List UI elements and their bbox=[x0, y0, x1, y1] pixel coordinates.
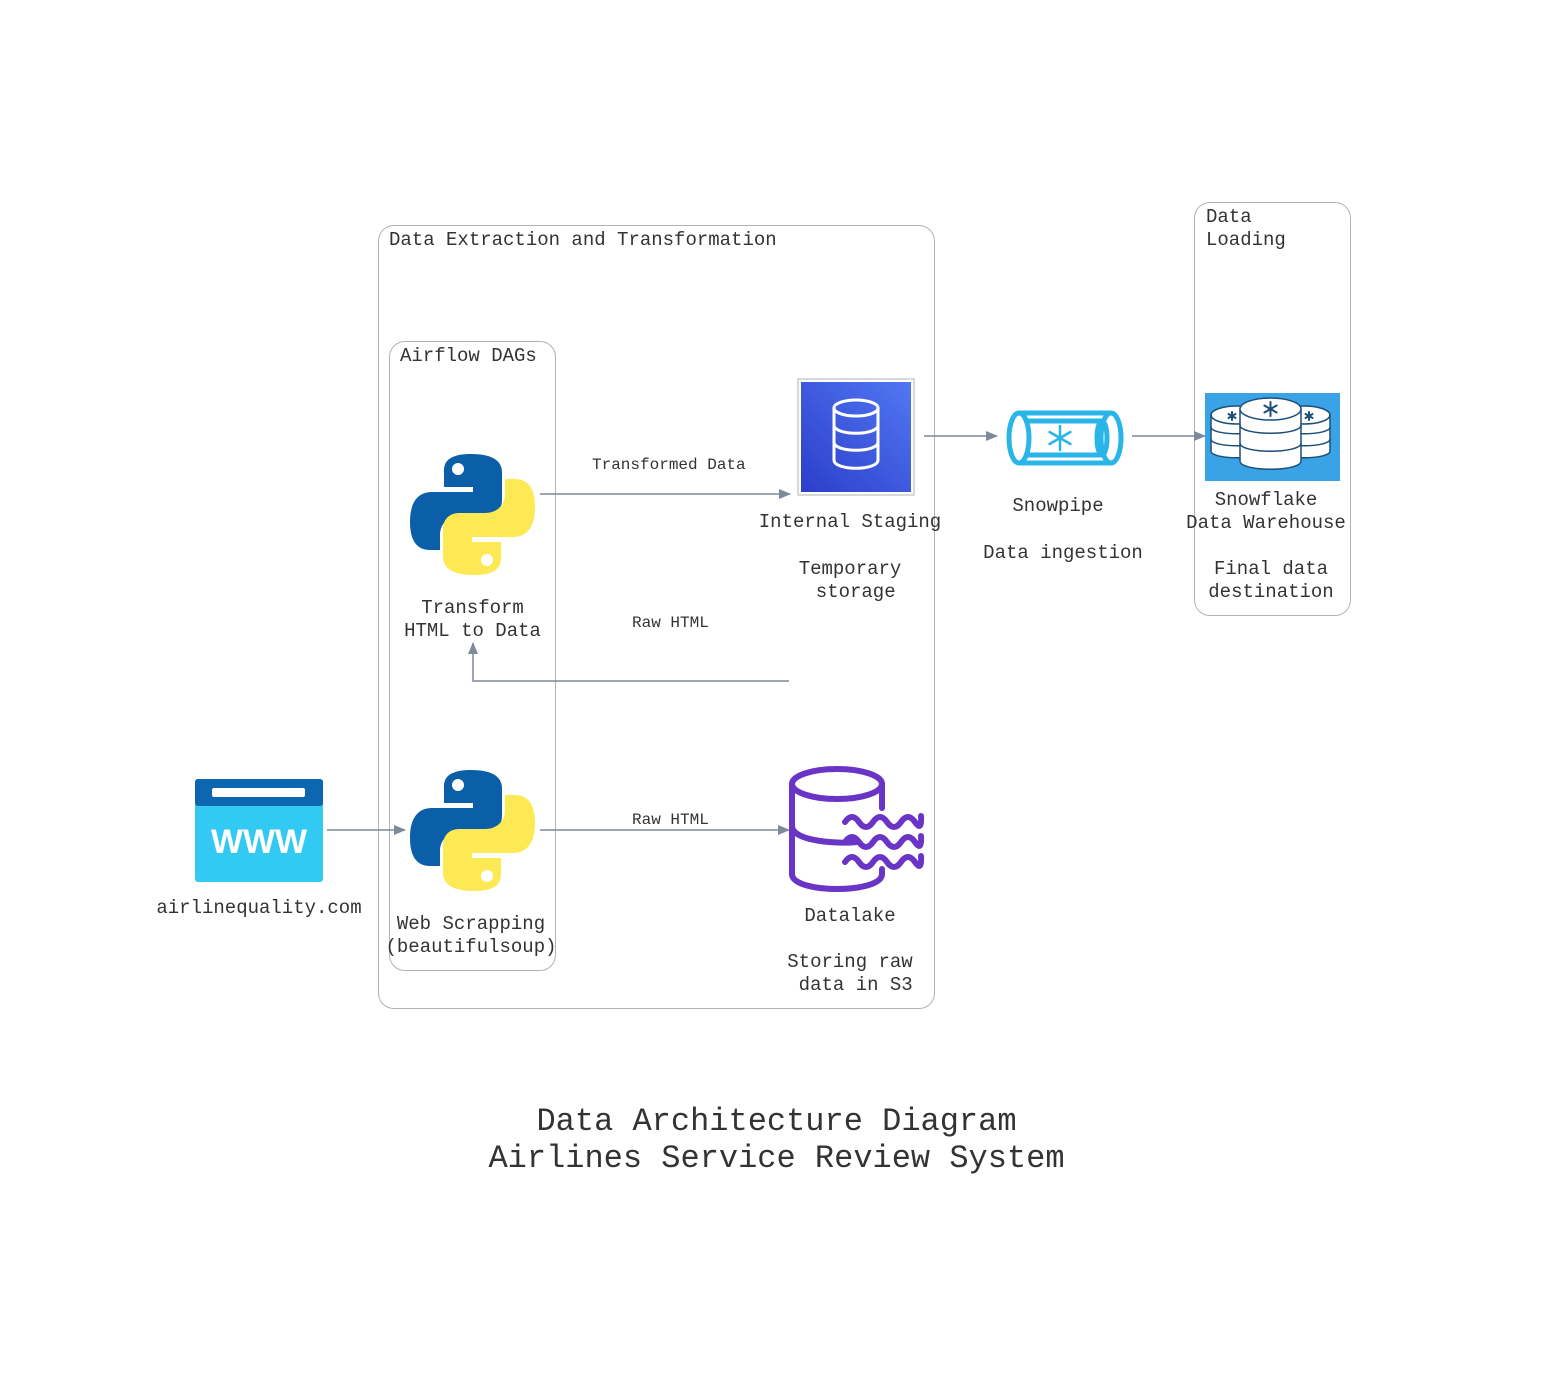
transform-label: Transform HTML to Data bbox=[404, 597, 541, 642]
database-icon bbox=[797, 378, 915, 496]
python-icon bbox=[410, 770, 535, 891]
edge-label-transformed-data: Transformed Data bbox=[592, 456, 746, 474]
website-label: airlinequality.com bbox=[156, 897, 362, 919]
python-icon bbox=[410, 454, 535, 575]
edge-datalake-to-transform bbox=[468, 642, 789, 682]
staging-description: Temporary storage bbox=[798, 558, 902, 603]
airflow-group-label: Airflow DAGs bbox=[400, 345, 537, 367]
datalake-description: Storing raw data in S3 bbox=[787, 951, 913, 996]
staging-label: Internal Staging bbox=[758, 511, 942, 533]
www-icon: WWW bbox=[195, 779, 323, 882]
svg-text:WWW: WWW bbox=[211, 823, 308, 861]
edge-label-raw-html-lower: Raw HTML bbox=[632, 811, 709, 829]
scraper-label: Web Scrapping (beautifulsoup) bbox=[385, 913, 557, 958]
extraction-group-label: Data Extraction and Transformation bbox=[389, 229, 777, 251]
loading-group-label: Data Loading bbox=[1206, 206, 1286, 251]
extraction-group bbox=[378, 225, 935, 1009]
edge-label-raw-html-upper: Raw HTML bbox=[632, 614, 709, 632]
datalake-label: Datalake bbox=[804, 905, 896, 927]
snowpipe-label: Snowpipe bbox=[1012, 495, 1104, 517]
diagram-title-line1: Data Architecture Diagram bbox=[536, 1103, 1017, 1140]
datalake-icon bbox=[789, 766, 925, 892]
loading-group bbox=[1194, 202, 1351, 616]
snowpipe-description: Data ingestion bbox=[983, 542, 1143, 564]
snowpipe-icon bbox=[1006, 410, 1124, 466]
warehouse-label: Snowflake Data Warehouse bbox=[1186, 489, 1346, 534]
diagram-title-line2: Airlines Service Review System bbox=[488, 1140, 1065, 1177]
airflow-group bbox=[389, 341, 556, 971]
snowflake-warehouse-icon bbox=[1205, 393, 1340, 481]
warehouse-description: Final data destination bbox=[1208, 558, 1334, 603]
